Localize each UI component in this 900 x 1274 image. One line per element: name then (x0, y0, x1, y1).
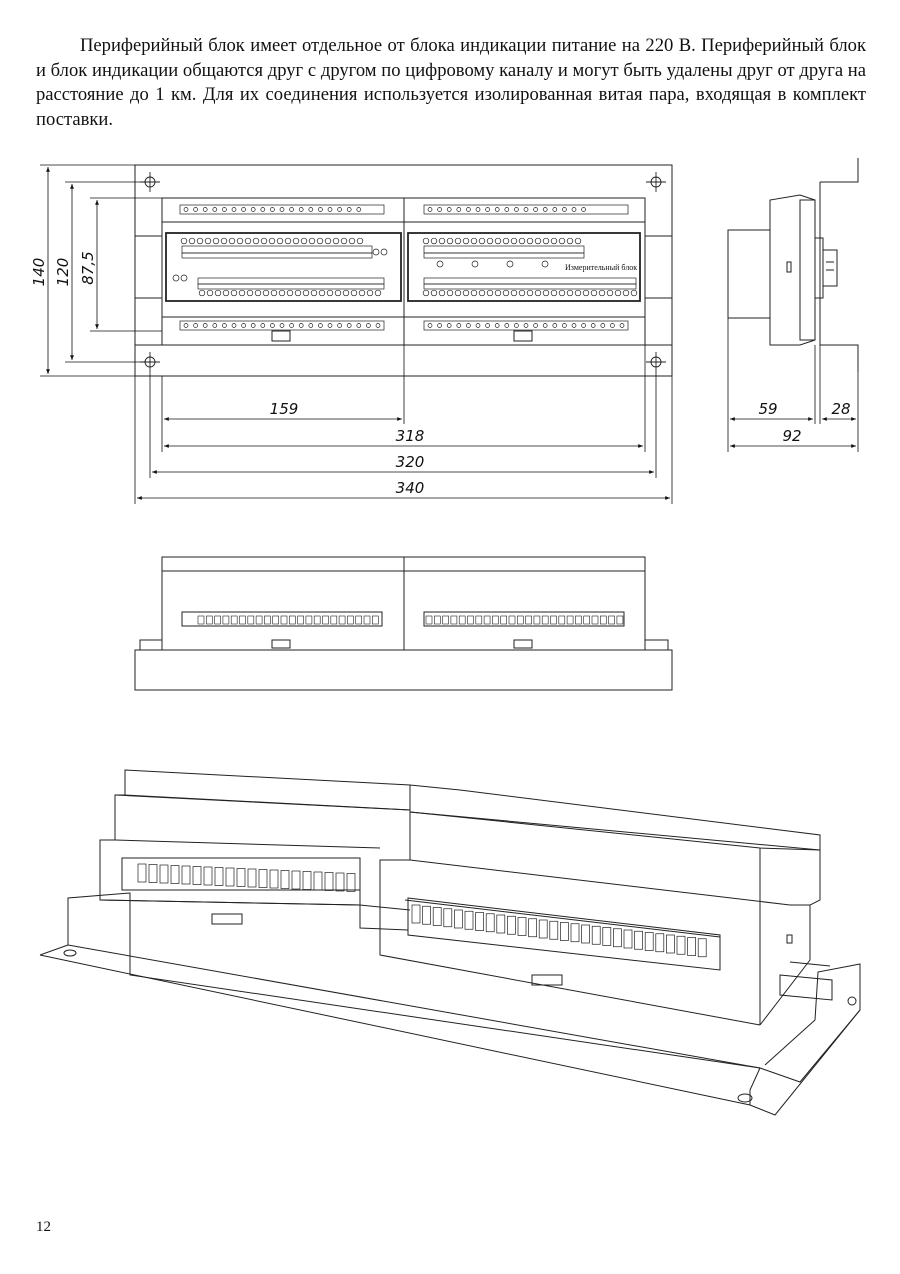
dim-height-total: 140 (30, 258, 48, 287)
dim-depth-rail: 28 (831, 400, 850, 418)
dim-width-half: 159 (270, 400, 299, 418)
side-dimensions (727, 318, 859, 452)
front-terminals (172, 204, 638, 331)
top-view-terminals (197, 615, 624, 625)
dim-depth-body: 59 (758, 400, 777, 418)
dim-width-total: 340 (396, 479, 425, 497)
device-label: Измерительный блок (565, 263, 637, 272)
isometric-terminals (137, 863, 707, 958)
front-view (134, 164, 673, 377)
dim-width-body: 318 (396, 427, 425, 445)
mounting-hole-icon (140, 172, 666, 372)
horizontal-dimensions (134, 345, 673, 504)
dim-depth-total: 92 (782, 427, 801, 445)
dim-height-body: 87,5 (79, 251, 97, 284)
top-view (134, 556, 673, 691)
intro-text: Периферийный блок имеет отдельное от бло… (36, 35, 866, 130)
side-view (727, 158, 859, 372)
page-number: 12 (36, 1219, 51, 1235)
isometric-view (39, 769, 861, 1116)
vertical-dimensions (40, 164, 162, 377)
dim-height-mount: 120 (54, 258, 72, 287)
dim-width-mount: 320 (396, 453, 425, 471)
intro-paragraph: Периферийный блок имеет отдельное от бло… (36, 34, 866, 132)
